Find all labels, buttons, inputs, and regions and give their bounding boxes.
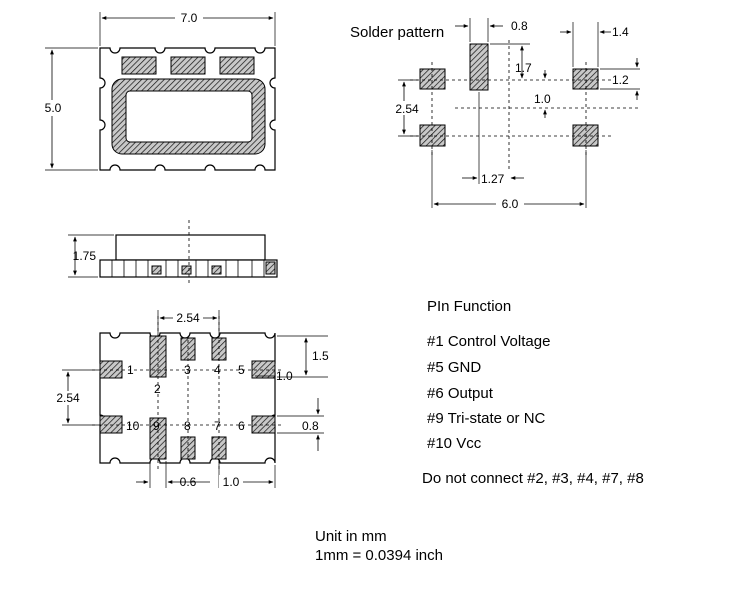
top-pad-right: [219, 56, 255, 75]
solder-dim-overall-width: 6.0: [502, 197, 519, 211]
solder-dim-corner-pad: 1.2: [612, 73, 629, 87]
bottom-dim-pin-width: 0.6: [180, 475, 197, 489]
pin-label-4: 4: [214, 363, 221, 377]
pin-function-item-10: #10 Vcc: [427, 435, 482, 452]
top-height-dim: 5.0: [45, 101, 62, 115]
side-terminals: [111, 260, 265, 277]
solder-dim-center-offset: 1.27: [481, 172, 505, 186]
solder-pad-tall: [469, 43, 489, 91]
pin-label-8: 8: [184, 419, 191, 433]
solder-pad-tl: [419, 68, 446, 90]
pad-5: [251, 360, 276, 379]
solder-pad-bl: [419, 124, 446, 147]
top-pad-left: [121, 56, 157, 75]
pin-function-note: Do not connect #2, #3, #4, #7, #8: [422, 470, 644, 487]
solder-dim-row-pitch: 2.54: [395, 102, 419, 116]
bottom-view: 1 2 3 4 5 6 7 8 9 10 2.54 1.5 1.0 2.54: [54, 310, 329, 489]
pin-label-3: 3: [184, 363, 191, 377]
pin-function-title: PIn Function: [427, 298, 511, 315]
pin-function-item-5: #5 GND: [427, 359, 481, 376]
bottom-dim-side-pad: 1.0: [276, 369, 293, 383]
solder-dim-gap: 1.0: [534, 92, 551, 106]
pad-1: [99, 360, 123, 379]
side-height-dim: 1.75: [73, 249, 97, 263]
solder-dim-pad-pitch: 1.4: [612, 25, 629, 39]
top-pad-middle: [170, 56, 206, 75]
pin-function-item-6: #6 Output: [427, 385, 494, 402]
units-line-2: 1mm = 0.0394 inch: [315, 547, 443, 564]
pin-label-10: 10: [126, 419, 140, 433]
bottom-dim-pad-length: 1.5: [312, 349, 329, 363]
solder-pad-tr: [572, 68, 599, 90]
solder-pattern-title: Solder pattern: [350, 24, 444, 41]
pin-label-5: 5: [238, 363, 245, 377]
bottom-dim-pin-pitch: 2.54: [176, 311, 200, 325]
side-lid: [115, 234, 266, 261]
pin-function-item-1: #1 Control Voltage: [427, 333, 550, 350]
solder-pattern: Solder pattern 0.8 1.4 1.7: [350, 18, 640, 211]
solder-dim-pad-width: 0.8: [511, 19, 528, 33]
solder-dim-pad-height: 1.7: [515, 61, 532, 75]
units-note: Unit in mm 1mm = 0.0394 inch: [315, 528, 443, 564]
bottom-dim-row-pitch: 2.54: [56, 391, 80, 405]
pin-label-2: 2: [154, 382, 161, 396]
pin-label-6: 6: [238, 419, 245, 433]
pin-function: PIn Function #1 Control Voltage #5 GND #…: [422, 298, 644, 487]
pin-label-1: 1: [127, 363, 134, 377]
pin-function-item-9: #9 Tri-state or NC: [427, 410, 546, 427]
units-line-1: Unit in mm: [315, 528, 387, 545]
side-view: 1.75: [68, 220, 278, 283]
solder-pad-br: [572, 124, 599, 147]
bottom-dim-pad-width: 0.8: [302, 419, 319, 433]
pin-label-9: 9: [153, 419, 160, 433]
pad-10: [99, 415, 123, 434]
top-lid-window: [125, 90, 253, 143]
top-view: 7.0 5.0: [42, 10, 276, 171]
bottom-view-outline: [99, 332, 276, 464]
bottom-dim-edge-offset: 1.0: [223, 475, 240, 489]
pin-label-7: 7: [214, 419, 221, 433]
top-width-dim: 7.0: [181, 11, 198, 25]
pad-6: [251, 415, 276, 434]
